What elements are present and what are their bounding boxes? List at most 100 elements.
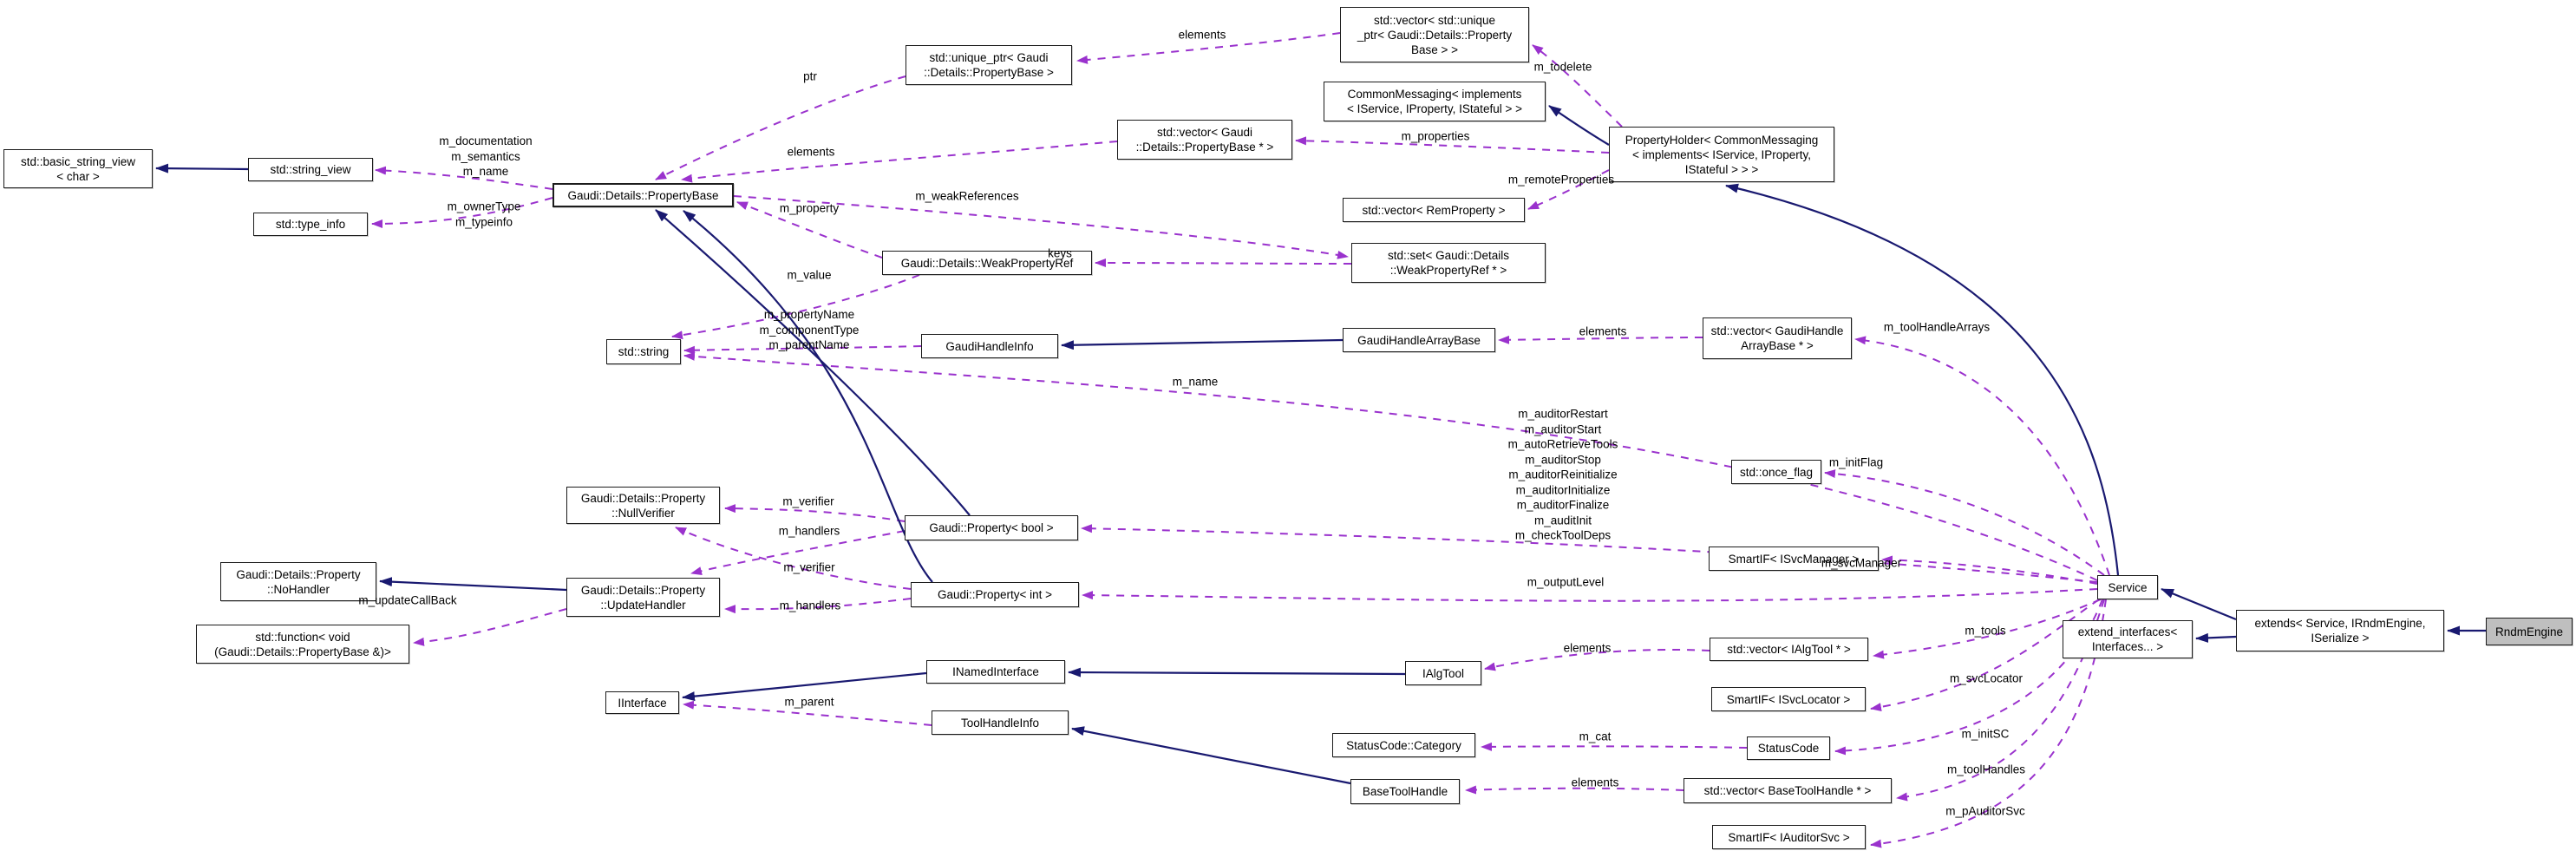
node-label-line: _ptr< Gaudi::Details::Property	[1357, 28, 1513, 42]
node-set_weak_property_ref[interactable]: std::set< Gaudi::Details::WeakPropertyRe…	[1351, 243, 1546, 283]
edge-e_vecbth_elements-usage-arrow	[1465, 785, 1684, 795]
node-vec_base_tool_handle[interactable]: std::vector< BaseToolHandle * >	[1684, 778, 1892, 803]
edge-e_ownertype-usage-arrow	[371, 197, 553, 228]
node-label-line: GaudiHandleArrayBase	[1357, 333, 1481, 347]
edge-e_initflag-usage-arrow	[1824, 469, 2105, 576]
node-smartif_isvclocator[interactable]: SmartIF< ISvcLocator >	[1711, 687, 1866, 711]
node-label-line: ::NoHandler	[266, 582, 330, 596]
node-extends[interactable]: extends< Service, IRndmEngine, ISerialize…	[2236, 610, 2444, 651]
node-prop_int[interactable]: Gaudi::Property< int >	[911, 582, 1079, 607]
node-null_verifier[interactable]: Gaudi::Details::Property::NullVerifier	[566, 487, 720, 524]
node-label-line: IStateful > > >	[1684, 162, 1759, 176]
node-label-line: std::type_info	[275, 218, 346, 231]
node-label-line: IInterface	[618, 696, 667, 710]
edge-e_int_handlers-usage-arrow	[724, 598, 912, 614]
edge-e_weakrefs-usage-arrow	[733, 195, 1349, 259]
node-label-line: INamedInterface	[952, 665, 1039, 678]
edge-e_ph_cm-inheritance-arrow	[1548, 105, 1610, 146]
edge-e_vecghab_elements-usage-arrow	[1498, 335, 1703, 344]
node-label-line: Gaudi::Details::PropertyBase	[567, 188, 719, 202]
node-label-line: std::once_flag	[1739, 465, 1814, 479]
edge-e_vecialg_elements-usage-arrow	[1484, 648, 1710, 671]
edge-e_properties-usage-arrow	[1295, 136, 1610, 154]
node-basic_string_view[interactable]: std::basic_string_view< char >	[3, 149, 153, 188]
node-iinterface[interactable]: IInterface	[605, 691, 679, 714]
node-tool_handle_info[interactable]: ToolHandleInfo	[932, 710, 1069, 735]
node-property_holder[interactable]: PropertyHolder< CommonMessaging< impleme…	[1609, 127, 1834, 182]
edge-e_tools-usage-arrow	[1873, 599, 2102, 659]
node-label-line: std::vector< Gaudi	[1157, 126, 1252, 139]
edge-e_mname_service-usage-arrow	[683, 351, 2098, 581]
node-label-line: ArrayBase * >	[1741, 339, 1814, 352]
edge-e_vecup_elements-usage-arrow	[1076, 32, 1341, 64]
node-label-line: std::function< void	[255, 630, 350, 644]
edge-e_remote-usage-arrow	[1527, 169, 1610, 210]
edge-e_ghi_strings-usage-arrow	[683, 345, 922, 355]
edge-e_updatecallback-usage-arrow	[413, 608, 567, 646]
node-statuscode_category[interactable]: StatusCode::Category	[1332, 733, 1475, 757]
node-label-line: ISerialize >	[2311, 632, 2370, 645]
node-label-line: std::string	[618, 345, 670, 358]
node-gaudi_handle_array_base[interactable]: GaudiHandleArrayBase	[1343, 328, 1495, 352]
node-label-line: Gaudi::Details::Property	[580, 583, 706, 597]
node-std_string[interactable]: std::string	[606, 339, 681, 364]
node-label-line: IAlgTool	[1422, 666, 1465, 680]
node-label-line: ::UpdateHandler	[600, 598, 686, 612]
node-no_handler[interactable]: Gaudi::Details::Property::NoHandler	[220, 562, 376, 601]
node-smartif_isvcmanager[interactable]: SmartIF< ISvcManager >	[1709, 547, 1879, 571]
edge-e_auditors-usage-arrow	[1081, 524, 2098, 583]
node-base_tool_handle[interactable]: BaseToolHandle	[1350, 779, 1460, 804]
edge-e_bool_verifier-usage-arrow	[724, 504, 906, 522]
edge-e_cat-usage-arrow	[1481, 742, 1748, 751]
node-gaudi_handle_info[interactable]: GaudiHandleInfo	[921, 334, 1058, 358]
node-label-line: extends< Service, IRndmEngine,	[2254, 617, 2426, 630]
node-ialg_tool[interactable]: IAlgTool	[1405, 661, 1481, 685]
node-label-line: Base > >	[1410, 43, 1459, 56]
node-rndm_engine[interactable]: RndmEngine	[2486, 618, 2573, 645]
node-label-line: RndmEngine	[2494, 625, 2564, 638]
node-update_handler[interactable]: Gaudi::Details::Property::UpdateHandler	[566, 578, 720, 617]
edge-e_int_verifier-usage-arrow	[675, 527, 912, 590]
node-label-line: SmartIF< IAuditorSvc >	[1728, 830, 1850, 844]
node-unique_ptr[interactable]: std::unique_ptr< Gaudi::Details::Propert…	[906, 45, 1072, 85]
edge-e_uh_inh-inheritance-arrow	[379, 577, 567, 592]
node-vec_ialg_tool[interactable]: std::vector< IAlgTool * >	[1710, 638, 1868, 661]
node-vec_property_base_ptr[interactable]: std::vector< Gaudi::Details::PropertyBas…	[1117, 120, 1292, 160]
node-label-line: std::set< Gaudi::Details	[1388, 249, 1509, 262]
node-smartif_iauditorsvc[interactable]: SmartIF< IAuditorSvc >	[1712, 825, 1866, 849]
node-label-line: ::WeakPropertyRef * >	[1389, 264, 1507, 277]
edge-e_ialg_inh-inheritance-arrow	[1068, 667, 1406, 677]
node-std_function[interactable]: std::function< void(Gaudi::Details::Prop…	[196, 625, 409, 664]
node-label-line: std::vector< IAlgTool * >	[1727, 643, 1851, 656]
node-label-line: SmartIF< ISvcManager >	[1728, 552, 1860, 566]
edge-e_extends_ei-inheritance-arrow	[2195, 632, 2237, 643]
node-label-line: std::string_view	[270, 163, 351, 176]
node-string_view[interactable]: std::string_view	[248, 158, 373, 181]
node-property_base[interactable]: Gaudi::Details::PropertyBase	[552, 183, 734, 207]
node-service[interactable]: Service	[2097, 575, 2158, 599]
edge-e_extends_service-inheritance-arrow	[2161, 587, 2237, 621]
node-label-line: SmartIF< ISvcLocator >	[1726, 692, 1851, 706]
node-label-line: ::Details::PropertyBase * >	[1135, 141, 1274, 154]
node-extend_interfaces[interactable]: extend_interfaces<Interfaces... >	[2063, 620, 2193, 658]
edge-e_ghab_inh-inheritance-arrow	[1061, 338, 1344, 350]
node-type_info[interactable]: std::type_info	[253, 213, 368, 236]
node-prop_bool[interactable]: Gaudi::Property< bool >	[905, 515, 1078, 540]
node-label-line: std::vector< std::unique	[1374, 13, 1495, 27]
edge-e_inamed_inh-inheritance-arrow	[682, 671, 927, 702]
edge-e_docs-usage-arrow	[375, 166, 553, 190]
node-inamed_interface[interactable]: INamedInterface	[926, 660, 1065, 684]
node-label-line: std::vector< GaudiHandle	[1710, 324, 1844, 337]
node-label-line: std::basic_string_view	[20, 154, 136, 168]
node-label-line: < IService, IProperty, IStateful > >	[1347, 102, 1522, 115]
edge-e_service_inh-inheritance-arrow	[1725, 183, 2120, 576]
node-vec_unique_ptr[interactable]: std::vector< std::unique_ptr< Gaudi::Det…	[1340, 7, 1529, 62]
node-vec_rem_property[interactable]: std::vector< RemProperty >	[1343, 198, 1525, 222]
node-weak_property_ref[interactable]: Gaudi::Details::WeakPropertyRef	[882, 251, 1092, 275]
node-once_flag[interactable]: std::once_flag	[1731, 460, 1821, 484]
edge-e_toolhandlearrays-usage-arrow	[1854, 336, 2110, 576]
edge-e_todelete-usage-arrow	[1532, 44, 1623, 128]
node-statuscode[interactable]: StatusCode	[1747, 736, 1830, 760]
node-common_messaging[interactable]: CommonMessaging< implements< IService, I…	[1324, 82, 1546, 121]
